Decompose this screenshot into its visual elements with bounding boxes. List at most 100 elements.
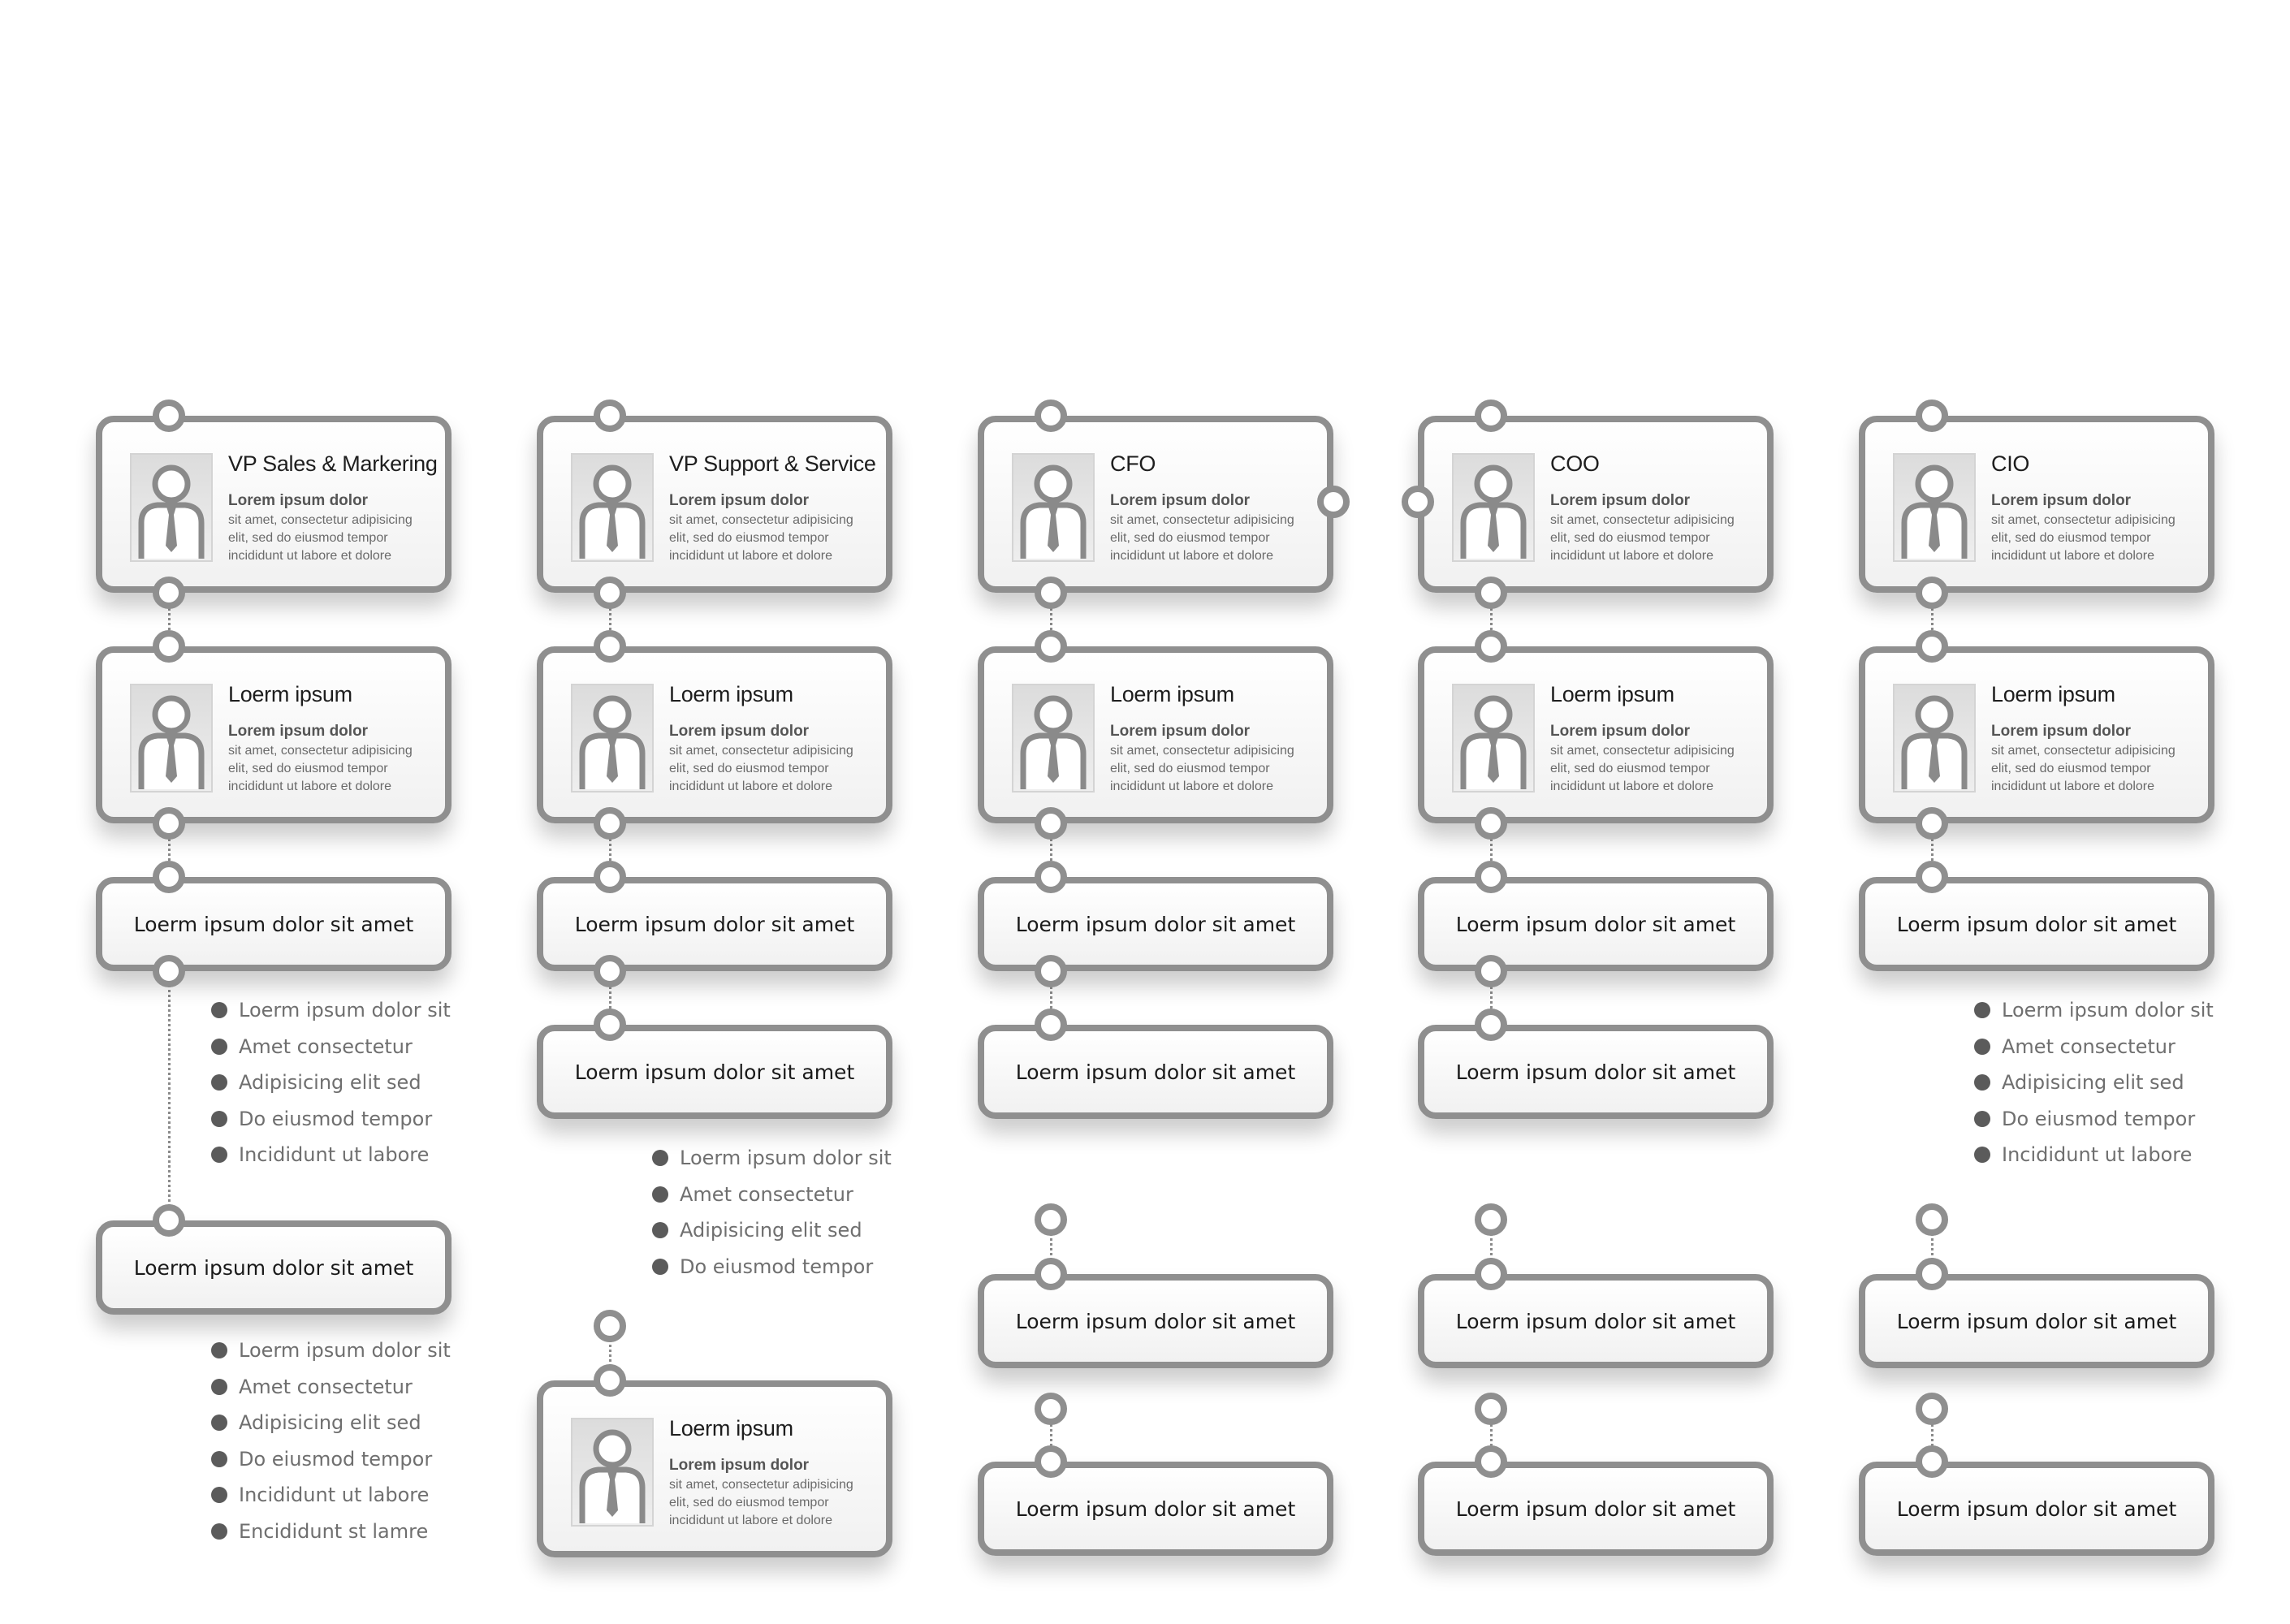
task-label: Loerm ipsum dolor sit amet: [1455, 1309, 1736, 1333]
description-line: sit amet, consectetur adipisicing: [1991, 513, 2176, 527]
task-box[interactable]: Loerm ipsum dolor sit amet: [1418, 1462, 1774, 1556]
position-title: Loerm ipsum: [1550, 682, 1674, 706]
connector-node-top: [594, 861, 626, 893]
person-avatar-icon: [130, 453, 213, 562]
position-description: sit amet, consectetur adipisicing elit, s…: [1991, 512, 2194, 565]
person-avatar-icon: [571, 453, 654, 562]
task-box[interactable]: Loerm ipsum dolor sit amet: [978, 1025, 1333, 1119]
connector-node-top: [153, 1204, 185, 1237]
bullet-dot-icon: [211, 1147, 227, 1163]
task-label: Loerm ipsum dolor sit amet: [1896, 912, 2177, 936]
task-box[interactable]: Loerm ipsum dolor sit amet: [1859, 1274, 2214, 1368]
connector-node-top: [1035, 400, 1067, 432]
bullet-item: Amet consectetur: [1974, 1029, 2214, 1065]
connector-node-floating: [594, 1310, 626, 1342]
connector-node-bottom: [1916, 577, 1948, 609]
connector-node-top: [1916, 1445, 1948, 1478]
task-box[interactable]: Loerm ipsum dolor sit amet: [978, 1274, 1333, 1368]
connector-node-bottom: [1035, 577, 1067, 609]
person-avatar-icon: [1012, 453, 1095, 562]
task-box[interactable]: Loerm ipsum dolor sit amet: [1859, 1462, 2214, 1556]
connector-node-floating: [1916, 1203, 1948, 1236]
bullet-dot-icon: [652, 1222, 668, 1238]
description-line: sit amet, consectetur adipisicing: [1550, 744, 1735, 758]
position-subtitle: Lorem ipsum dolor: [1991, 492, 2132, 509]
description-line: sit amet, consectetur adipisicing: [228, 513, 413, 527]
dotted-connector: [168, 823, 171, 877]
bullet-text: Amet consectetur: [2002, 1034, 2176, 1058]
connector-node-top: [1916, 861, 1948, 893]
task-box[interactable]: Loerm ipsum dolor sit amet: [1418, 1274, 1774, 1368]
description-line: incididunt ut labore et dolore: [1110, 549, 1274, 563]
task-box[interactable]: Loerm ipsum dolor sit amet: [537, 1025, 892, 1119]
description-line: elit, sed do eiusmod tempor: [1991, 531, 2151, 545]
connector-node-bottom: [1475, 577, 1507, 609]
description-line: elit, sed do eiusmod tempor: [228, 531, 388, 545]
description-line: elit, sed do eiusmod tempor: [669, 1496, 829, 1510]
description-line: sit amet, consectetur adipisicing: [669, 513, 853, 527]
bullet-item: Loerm ipsum dolor sit: [211, 1332, 451, 1369]
bullet-item: Adipisicing elit sed: [1974, 1065, 2214, 1101]
bullet-text: Loerm ipsum dolor sit: [2002, 999, 2214, 1021]
task-box[interactable]: Loerm ipsum dolor sit amet: [537, 877, 892, 971]
connector-node-bottom: [594, 577, 626, 609]
task-box[interactable]: Loerm ipsum dolor sit amet: [1418, 877, 1774, 971]
bullet-text: Adipisicing elit sed: [239, 1071, 421, 1094]
bullet-item: Do eiusmod tempor: [1974, 1101, 2214, 1138]
task-box[interactable]: Loerm ipsum dolor sit amet: [978, 1462, 1333, 1556]
connector-node-top: [1475, 1445, 1507, 1478]
task-box[interactable]: Loerm ipsum dolor sit amet: [96, 877, 452, 971]
position-title: Loerm ipsum: [1110, 682, 1234, 706]
connector-node-top: [1475, 630, 1507, 663]
task-box[interactable]: Loerm ipsum dolor sit amet: [96, 1220, 452, 1315]
person-avatar-icon: [1452, 684, 1535, 793]
connector-node-top: [1035, 1258, 1067, 1290]
bullet-dot-icon: [1974, 1002, 1990, 1018]
description-line: sit amet, consectetur adipisicing: [1110, 744, 1294, 758]
task-box[interactable]: Loerm ipsum dolor sit amet: [978, 877, 1333, 971]
connector-node-floating: [1475, 1203, 1507, 1236]
task-box[interactable]: Loerm ipsum dolor sit amet: [1859, 877, 2214, 971]
description-line: sit amet, consectetur adipisicing: [669, 1478, 853, 1492]
bullet-text: Adipisicing elit sed: [680, 1219, 862, 1242]
position-description: sit amet, consectetur adipisicing elit, s…: [669, 1476, 872, 1530]
bullet-dot-icon: [1974, 1110, 1990, 1127]
description-line: incididunt ut labore et dolore: [228, 549, 392, 563]
person-avatar-icon: [1452, 453, 1535, 562]
bullet-item: Amet consectetur: [211, 1369, 451, 1406]
dotted-connector: [1050, 593, 1052, 646]
description-line: incididunt ut labore et dolore: [1550, 549, 1714, 563]
position-subtitle: Lorem ipsum dolor: [669, 492, 810, 509]
bullet-text: Adipisicing elit sed: [239, 1411, 421, 1434]
bullet-dot-icon: [211, 1002, 227, 1018]
dotted-connector: [1931, 593, 1934, 646]
connector-node-top: [1475, 400, 1507, 432]
bullet-dot-icon: [211, 1487, 227, 1503]
task-box[interactable]: Loerm ipsum dolor sit amet: [1418, 1025, 1774, 1119]
bullet-dot-icon: [1974, 1038, 1990, 1055]
bullet-item: Adipisicing elit sed: [211, 1065, 451, 1101]
description-line: incididunt ut labore et dolore: [669, 549, 833, 563]
connector-node-floating: [1035, 1203, 1067, 1236]
dotted-connector: [1050, 971, 1052, 1025]
dotted-connector: [1050, 823, 1052, 877]
position-subtitle: Lorem ipsum dolor: [1110, 492, 1251, 509]
description-line: sit amet, consectetur adipisicing: [1991, 744, 2176, 758]
person-avatar-icon: [571, 1418, 654, 1527]
description-line: incididunt ut labore et dolore: [1991, 549, 2155, 563]
